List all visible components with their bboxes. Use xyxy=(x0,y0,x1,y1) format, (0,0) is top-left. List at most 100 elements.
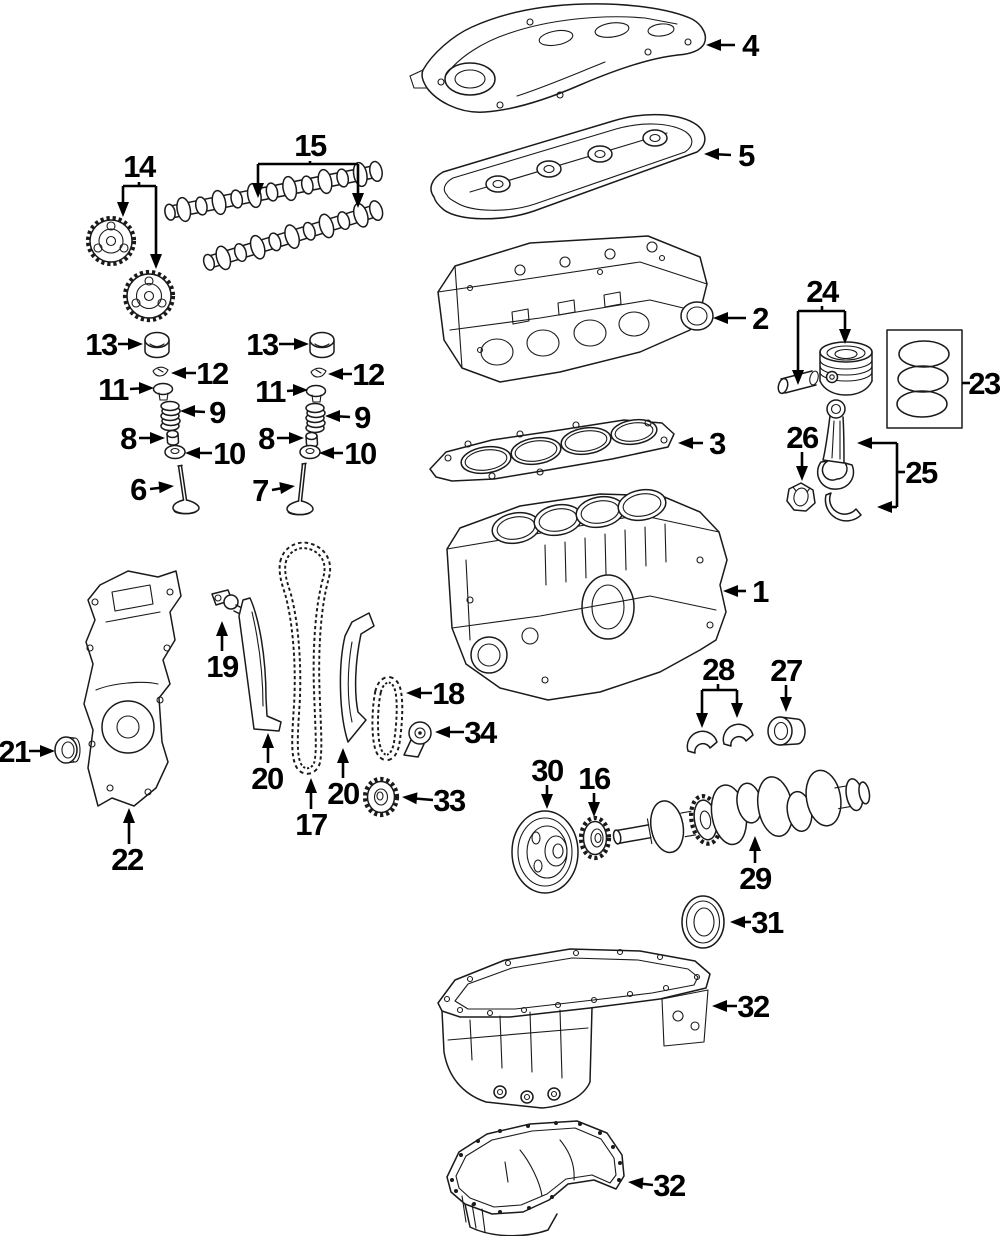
callout-19-sensor[interactable]: 19 xyxy=(206,621,240,684)
callout-number[interactable]: 10 xyxy=(344,436,377,471)
part-piston xyxy=(819,341,873,396)
callout-number[interactable]: 14 xyxy=(123,149,158,184)
callout-9-valve-spring-right[interactable]: 9 xyxy=(325,400,373,435)
callout-number[interactable]: 21 xyxy=(0,734,32,769)
callout-23-piston-rings[interactable]: 23 xyxy=(962,366,1000,401)
part-crankshaft xyxy=(612,769,871,854)
arrowhead-icon xyxy=(40,745,55,757)
callout-number[interactable]: 18 xyxy=(432,676,466,711)
callout-10-spring-seat-right[interactable]: 10 xyxy=(319,436,377,471)
callout-number[interactable]: 31 xyxy=(751,905,785,940)
callout-21-front-seal[interactable]: 21 xyxy=(0,734,55,769)
part-crank-sprocket xyxy=(578,815,612,861)
callout-number[interactable]: 4 xyxy=(742,28,762,63)
arrowhead-icon xyxy=(749,836,761,851)
callout-11-spring-retainer-left[interactable]: 11 xyxy=(98,372,154,407)
callout-number[interactable]: 32 xyxy=(737,989,770,1024)
callout-number[interactable]: 26 xyxy=(786,420,820,455)
callout-5-valve-cover-gasket[interactable]: 5 xyxy=(704,138,757,173)
callout-26-rod-bushing[interactable]: 26 xyxy=(786,420,820,481)
callout-13-valve-lifter-right[interactable]: 13 xyxy=(246,327,309,362)
callout-29-crankshaft[interactable]: 29 xyxy=(739,836,773,896)
callout-number[interactable]: 33 xyxy=(433,783,467,818)
callout-number[interactable]: 12 xyxy=(196,356,229,391)
arrowhead-icon xyxy=(325,410,340,422)
callout-number[interactable]: 3 xyxy=(709,426,728,461)
callout-14-camshaft-sprockets[interactable]: 14 xyxy=(117,149,162,269)
callout-30-crank-pulley[interactable]: 30 xyxy=(531,753,564,809)
callout-number[interactable]: 13 xyxy=(85,327,119,362)
callout-number[interactable]: 27 xyxy=(770,653,803,688)
callout-12-valve-keeper-right[interactable]: 12 xyxy=(328,357,385,392)
callout-4-valve-cover[interactable]: 4 xyxy=(706,28,762,63)
callout-10-spring-seat-left[interactable]: 10 xyxy=(185,436,246,471)
callout-number[interactable]: 30 xyxy=(531,753,564,788)
callout-34-chain-tensioner[interactable]: 34 xyxy=(435,715,499,750)
callout-6-intake-valve[interactable]: 6 xyxy=(130,472,174,507)
callout-18-balance-chain[interactable]: 18 xyxy=(406,676,466,711)
callout-1-engine-block[interactable]: 1 xyxy=(723,574,771,609)
callout-16-crank-sprocket[interactable]: 16 xyxy=(578,761,612,817)
callout-2-cylinder-head[interactable]: 2 xyxy=(713,301,770,336)
part-intake-valve xyxy=(172,464,200,515)
part-valve-spring-right xyxy=(305,402,326,434)
callout-number[interactable]: 34 xyxy=(464,715,499,750)
callout-number[interactable]: 28 xyxy=(702,652,736,687)
callout-9-valve-spring-left[interactable]: 9 xyxy=(180,395,228,430)
callout-number[interactable]: 8 xyxy=(258,421,277,456)
callout-24-piston-and-pin[interactable]: 24 xyxy=(792,274,851,385)
callout-32-oil-pan-lower[interactable]: 32 xyxy=(627,1168,686,1203)
callout-number[interactable]: 24 xyxy=(806,274,841,309)
callout-number[interactable]: 7 xyxy=(252,473,270,508)
arrowhead-icon xyxy=(216,621,228,636)
callout-number[interactable]: 22 xyxy=(111,842,144,877)
callout-13-valve-lifter-left[interactable]: 13 xyxy=(85,327,143,362)
callout-17-timing-chain[interactable]: 17 xyxy=(295,778,328,842)
callout-7-exhaust-valve[interactable]: 7 xyxy=(252,473,296,508)
callout-number[interactable]: 1 xyxy=(752,574,771,609)
callout-number[interactable]: 17 xyxy=(295,807,328,842)
callout-number[interactable]: 2 xyxy=(752,301,770,336)
callout-33-balance-sprocket[interactable]: 33 xyxy=(401,783,467,818)
callout-number[interactable]: 12 xyxy=(352,357,385,392)
callout-27-main-bearing[interactable]: 27 xyxy=(770,653,803,712)
callout-number[interactable]: 6 xyxy=(130,472,149,507)
callout-number[interactable]: 5 xyxy=(738,138,757,173)
callout-12-valve-keeper-left[interactable]: 12 xyxy=(171,356,229,391)
callout-3-head-gasket[interactable]: 3 xyxy=(678,426,728,461)
callout-number[interactable]: 15 xyxy=(294,128,328,163)
arrowhead-icon xyxy=(704,148,719,160)
callout-20-chain-guide-right[interactable]: 20 xyxy=(327,748,360,811)
callout-8-valve-seal-right[interactable]: 8 xyxy=(258,421,304,456)
callout-20-chain-guide-left[interactable]: 20 xyxy=(251,733,284,796)
part-thrust-washers xyxy=(686,723,754,754)
callout-number[interactable]: 32 xyxy=(653,1168,686,1203)
callout-number[interactable]: 8 xyxy=(120,421,139,456)
callout-number[interactable]: 20 xyxy=(251,761,284,796)
callout-32-oil-pan-upper[interactable]: 32 xyxy=(712,989,770,1024)
callout-25-connecting-rod[interactable]: 25 xyxy=(857,437,939,513)
callout-number[interactable]: 10 xyxy=(213,436,246,471)
callout-number[interactable]: 25 xyxy=(905,455,939,490)
callout-number[interactable]: 20 xyxy=(327,776,360,811)
callout-22-timing-cover[interactable]: 22 xyxy=(111,808,144,877)
callout-number[interactable]: 13 xyxy=(246,327,280,362)
callout-number[interactable]: 19 xyxy=(206,649,240,684)
callout-number[interactable]: 23 xyxy=(968,366,1000,401)
callout-number[interactable]: 9 xyxy=(354,400,373,435)
arrowhead-icon xyxy=(158,481,174,494)
arrowhead-icon xyxy=(792,370,804,385)
callout-number[interactable]: 9 xyxy=(209,395,228,430)
callout-28-thrust-washers[interactable]: 28 xyxy=(696,652,743,728)
callout-number[interactable]: 16 xyxy=(578,761,612,796)
callout-15-camshafts[interactable]: 15 xyxy=(252,128,364,208)
callout-8-valve-seal-left[interactable]: 8 xyxy=(120,421,165,456)
callout-11-spring-retainer-right[interactable]: 11 xyxy=(255,374,308,409)
arrowhead-icon xyxy=(857,437,872,449)
callout-number[interactable]: 29 xyxy=(739,861,773,896)
callout-number[interactable]: 11 xyxy=(255,374,288,409)
callout-number[interactable]: 11 xyxy=(98,372,131,407)
callout-31-rear-main-seal[interactable]: 31 xyxy=(730,905,785,940)
part-front-seal xyxy=(54,736,81,764)
